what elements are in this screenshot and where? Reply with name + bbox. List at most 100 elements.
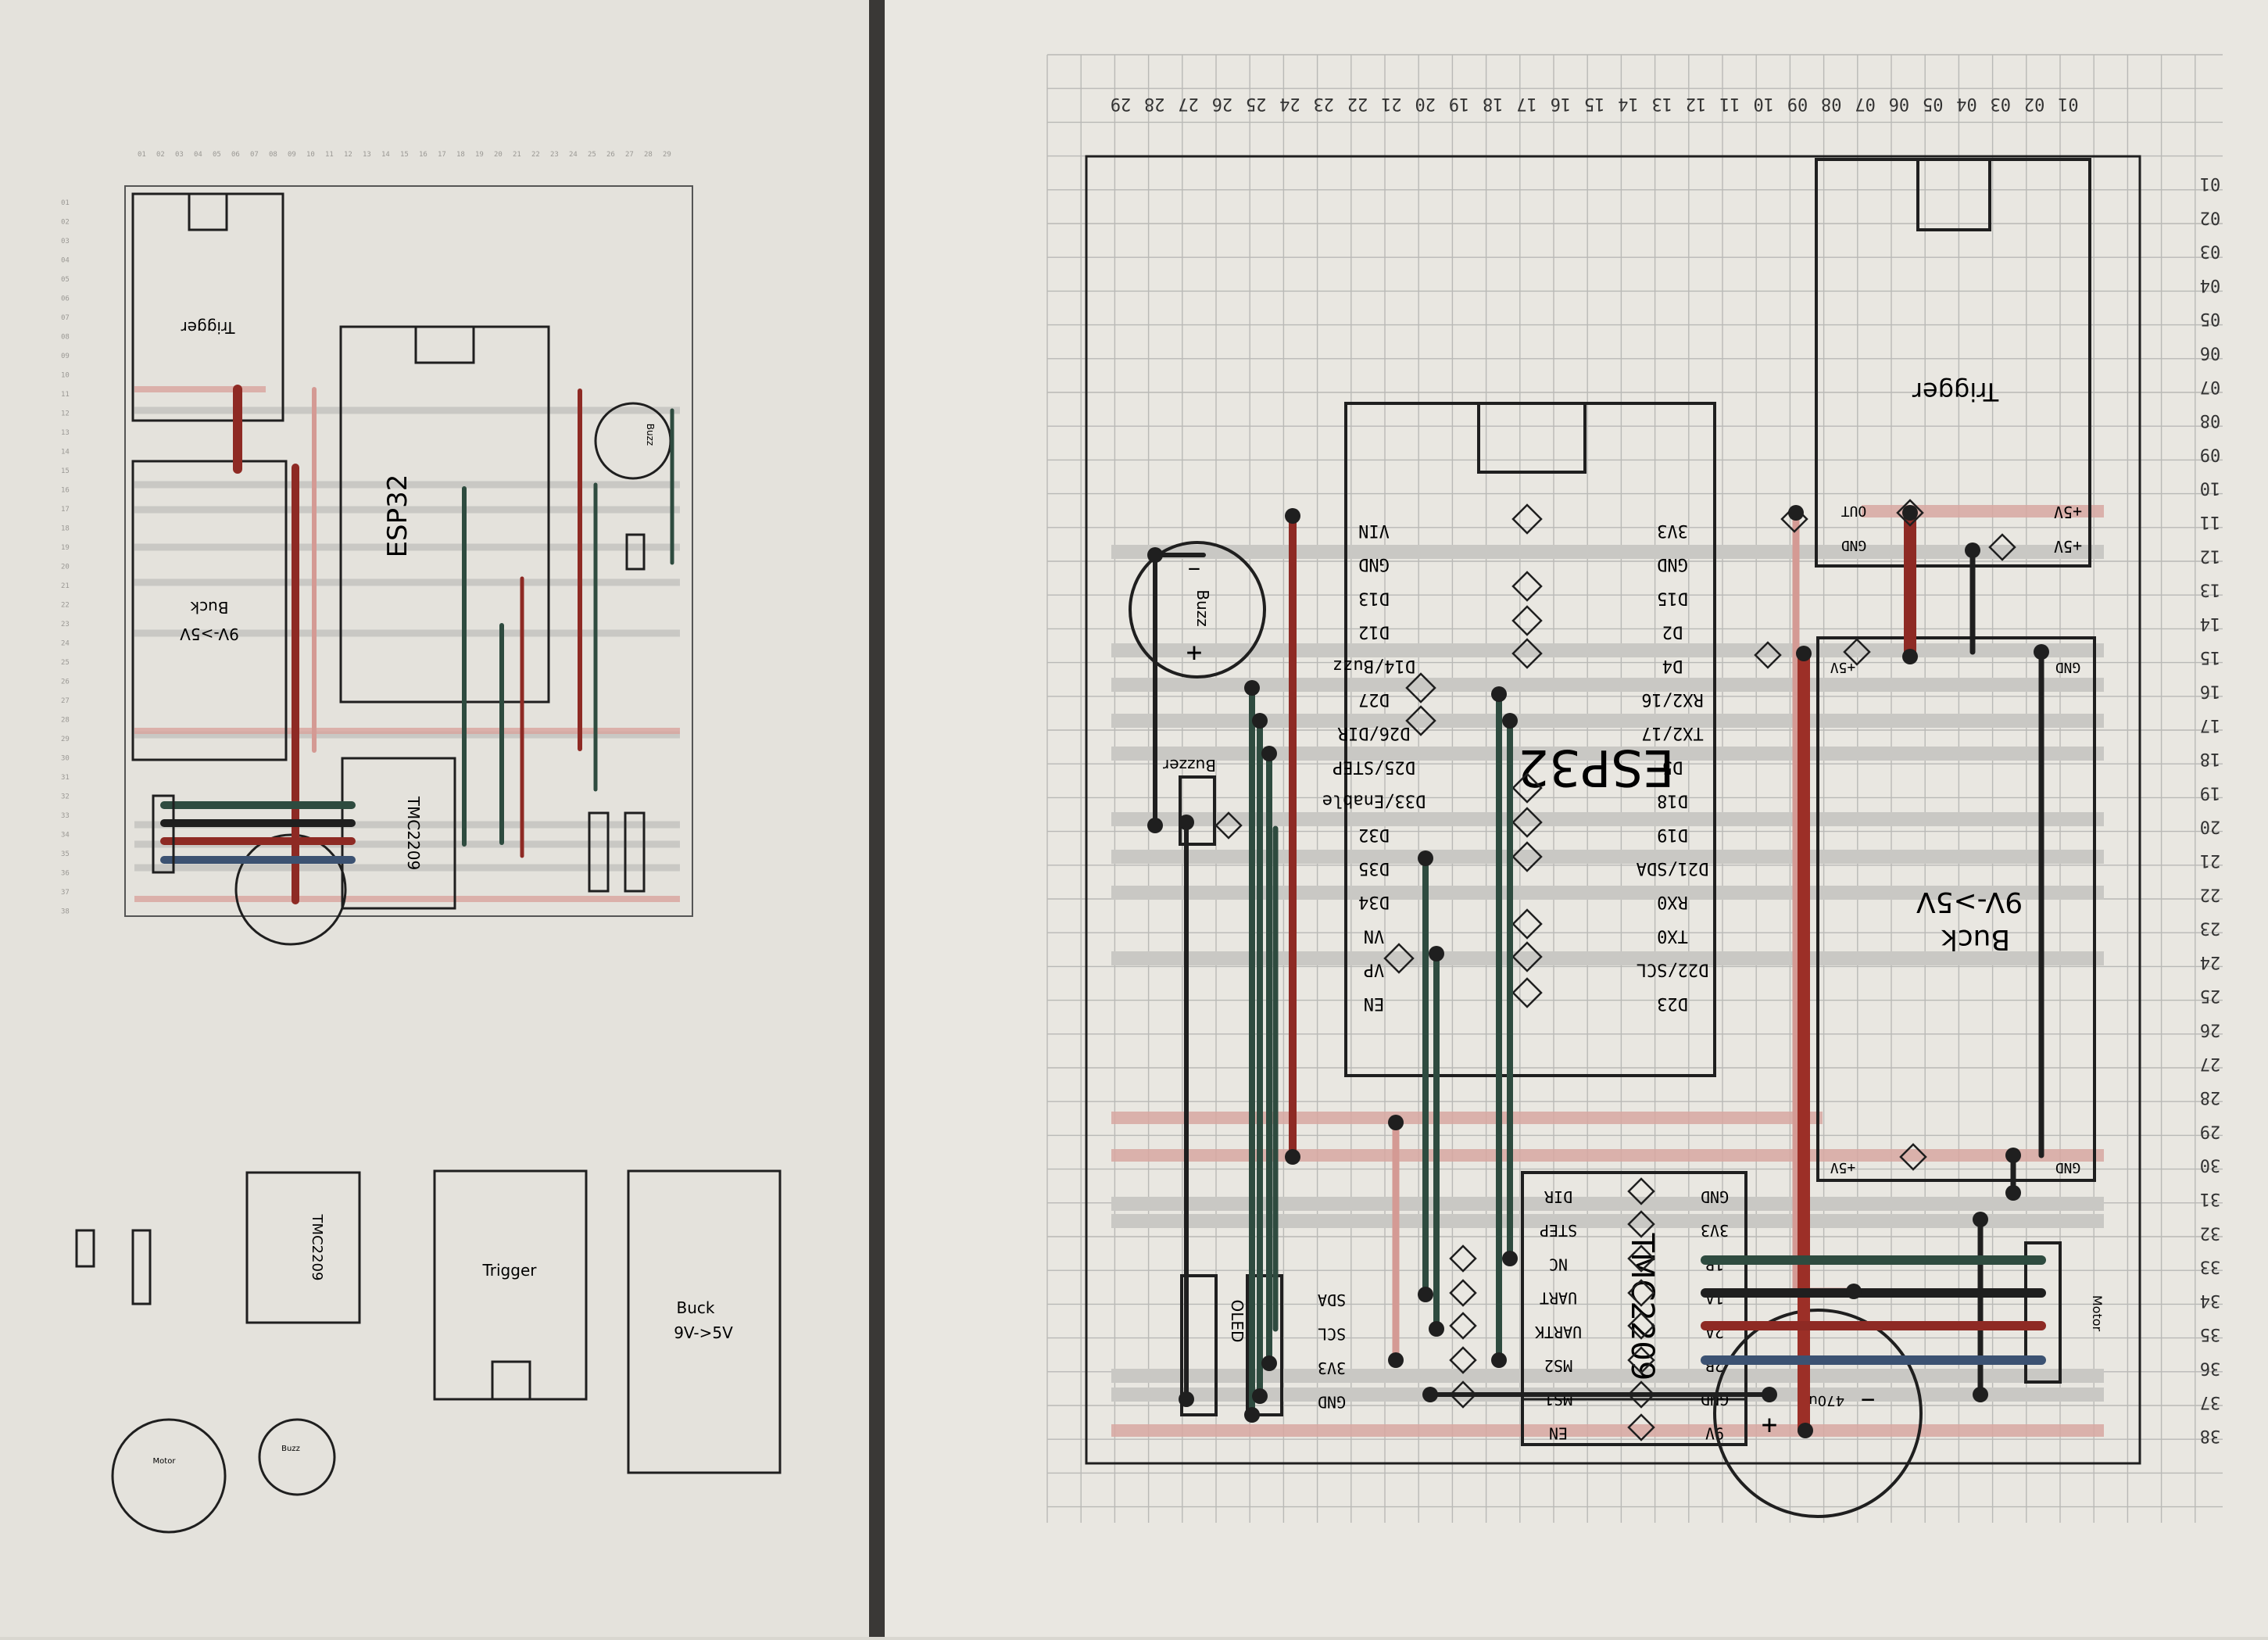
- binder-gutter: [869, 0, 886, 1637]
- motor-header: [2024, 1241, 2062, 1384]
- esp32-pin-label: VP: [1364, 960, 1385, 979]
- pin-diamond: [1511, 638, 1543, 669]
- column-number: 21: [1381, 94, 1402, 113]
- row-number: 01: [2200, 174, 2221, 193]
- row-number: 02: [2200, 207, 2221, 227]
- solder-dot: [1244, 680, 1260, 696]
- left-row-number: 01: [61, 199, 70, 207]
- esp32-antenna: [1477, 402, 1587, 474]
- left-row-number: 26: [61, 679, 70, 686]
- solder-dot: [1502, 1251, 1518, 1266]
- left-row-number: 15: [61, 467, 70, 475]
- pin-diamond: [1627, 1244, 1655, 1273]
- buzzer-header: [1179, 775, 1216, 846]
- oled-header-right: [1246, 1274, 1283, 1416]
- pin-diamond: [1627, 1380, 1655, 1409]
- esp32-pin-label: D22/SCL: [1637, 960, 1709, 979]
- left-col-number: 19: [475, 151, 484, 159]
- left-buck-label-2: 9V->5V: [180, 625, 239, 643]
- left-row-number: 34: [61, 832, 70, 840]
- row-number: 07: [2200, 377, 2221, 396]
- solder-dot: [1491, 686, 1507, 702]
- left-row-number: 03: [61, 238, 70, 245]
- row-number: 34: [2200, 1291, 2221, 1310]
- oled-pin-label: 3V3: [1318, 1359, 1346, 1377]
- left-col-number: 29: [663, 151, 671, 159]
- loose-buck-label-2: 9V->5V: [674, 1323, 733, 1342]
- tmc-pin-label: UART: [1540, 1289, 1577, 1308]
- column-number: 26: [1212, 94, 1233, 113]
- loose-buck-module: [627, 1169, 782, 1474]
- pin-diamond: [1511, 807, 1543, 838]
- column-number: 06: [1889, 94, 1910, 113]
- loose-buzz-label: Buzz: [281, 1445, 300, 1453]
- left-row-number: 08: [61, 334, 70, 342]
- left-row-number: 20: [61, 564, 70, 571]
- solder-dot: [1902, 505, 1918, 521]
- left-col-number: 07: [250, 151, 259, 159]
- left-motor-circle: [234, 833, 347, 946]
- left-col-number: 13: [363, 151, 371, 159]
- left-col-number: 22: [531, 151, 540, 159]
- tmc-pin-label: EN: [1549, 1423, 1568, 1442]
- solder-dot: [1973, 1387, 1988, 1402]
- pin-diamond: [1511, 908, 1543, 940]
- row-number: 26: [2200, 1020, 2221, 1040]
- row-number: 36: [2200, 1359, 2221, 1378]
- left-tmc-label: TMC2209: [404, 796, 423, 870]
- pin-diamond: [1511, 941, 1543, 972]
- pin-diamond: [1627, 1177, 1655, 1205]
- esp32-pin-label: RX0: [1657, 892, 1688, 911]
- column-number: 05: [1923, 94, 1944, 113]
- buzz-minus: −: [1188, 557, 1200, 581]
- solder-dot: [1179, 815, 1194, 830]
- row-number: 03: [2200, 242, 2221, 261]
- buck-pin-top-right: GND: [2055, 659, 2081, 675]
- esp32-pin-label: D33/Enable: [1322, 791, 1426, 811]
- left-esp32-antenna: [414, 325, 475, 364]
- left-col-number: 28: [644, 151, 653, 159]
- esp32-pin-label: D27: [1358, 689, 1390, 709]
- solder-dot: [1429, 946, 1444, 961]
- left-col-number: 05: [213, 151, 221, 159]
- column-number: 28: [1144, 94, 1165, 113]
- solder-dot: [2005, 1185, 2021, 1201]
- pin-diamond: [1449, 1244, 1477, 1273]
- row-number: 04: [2200, 275, 2221, 295]
- solder-dot: [1285, 1149, 1300, 1165]
- solder-dot: [1965, 542, 1980, 558]
- left-trigger-label: Trigger: [181, 318, 236, 337]
- left-row-number: 23: [61, 621, 70, 628]
- left-row-number: 17: [61, 506, 70, 514]
- pin-diamond: [1449, 1380, 1477, 1409]
- column-number: 07: [1855, 94, 1876, 113]
- pin-diamond: [1214, 811, 1243, 840]
- oled-pin-label: GND: [1318, 1393, 1346, 1412]
- column-number: 08: [1821, 94, 1842, 113]
- buck-title-2: 9V->5V: [1916, 886, 2023, 918]
- solder-dot: [1796, 646, 1812, 661]
- left-row-number: 31: [61, 774, 70, 782]
- left-pink-strips: [134, 386, 680, 902]
- row-number: 33: [2200, 1257, 2221, 1277]
- left-col-number: 12: [344, 151, 352, 159]
- column-number: 29: [1111, 94, 1132, 113]
- left-row-number: 09: [61, 353, 70, 360]
- column-number: 25: [1246, 94, 1267, 113]
- oled-pin-label: SDA: [1318, 1291, 1346, 1309]
- trigger-pin-1: +5V: [2054, 503, 2082, 521]
- column-number: 02: [2024, 94, 2045, 113]
- left-row-number: 19: [61, 544, 70, 552]
- trigger-pin-2: +5V: [2054, 537, 2082, 556]
- trigger-pin-gnd: GND: [1841, 537, 1867, 553]
- pin-diamond: [1383, 943, 1415, 974]
- row-number: 30: [2200, 1155, 2221, 1175]
- column-number: 17: [1516, 94, 1537, 113]
- row-number: 37: [2200, 1392, 2221, 1412]
- buzz-plus: +: [1186, 637, 1202, 668]
- column-number: 09: [1787, 94, 1808, 113]
- esp32-pin-label: GND: [1657, 554, 1688, 574]
- tmc-pin-label: NC: [1549, 1255, 1568, 1273]
